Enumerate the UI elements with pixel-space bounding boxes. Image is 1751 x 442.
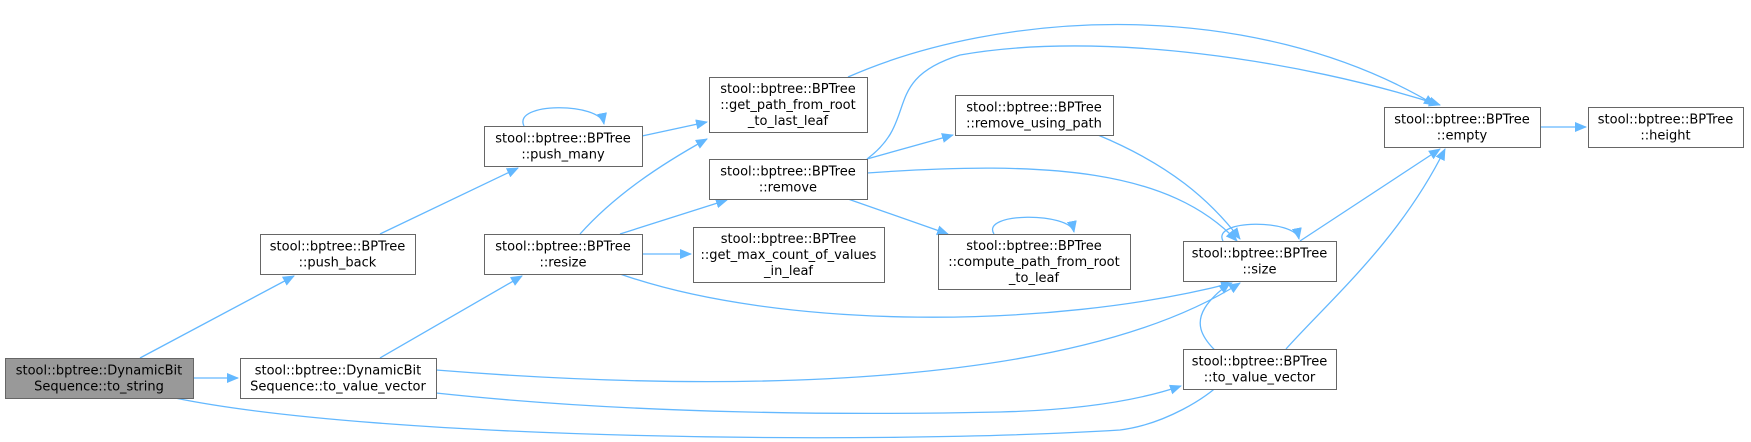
edge-push_many-to-get_path [641,119,708,137]
node-label-line: stool::bptree::DynamicBit [16,364,183,379]
node-label-line: stool::bptree::BPTree [495,240,630,255]
edge-to_string-to-push_back [139,275,295,359]
edge-resize-to-get_path [579,138,708,235]
node-label-line: _in_leaf [763,264,813,279]
node-label-line: ::get_max_count_of_values [701,248,877,263]
node-box [938,234,1131,290]
edge-resize-to-remove [619,198,728,235]
node-label-line: ::compute_path_from_root [948,255,1119,270]
node-label-line: stool::bptree::BPTree [1192,247,1327,262]
node-label-line: ::push_back [299,256,377,271]
edge-compute_path-to-compute_path [991,216,1077,235]
node-label-line: ::push_many [521,148,605,163]
node-compute_path[interactable]: stool::bptree::BPTree::compute_path_from… [938,234,1131,290]
node-box [240,358,437,399]
node-box [484,234,643,275]
node-box [1183,241,1337,282]
node-label-line: stool::bptree::DynamicBit [255,364,422,379]
node-box [955,95,1114,136]
node-label-line: stool::bptree::BPTree [720,165,855,180]
node-label-line: stool::bptree::BPTree [1598,113,1733,128]
node-size[interactable]: stool::bptree::BPTree::size [1183,241,1337,282]
node-label-line: ::to_value_vector [1204,371,1316,386]
node-label-line: ::empty [1437,129,1488,144]
node-box [709,159,868,200]
edge-remove-to-remove_using_path [866,133,954,160]
edge-get_path-to-empty [847,23,1436,106]
edge-push_many-to-push_many [522,107,607,127]
node-remove_using_path[interactable]: stool::bptree::BPTree::remove_using_path [955,95,1114,136]
node-label-line: Sequence::to_string [34,380,164,395]
node-label-line: ::size [1243,263,1277,278]
node-label-line: stool::bptree::BPTree [966,101,1101,116]
edge-dyn_to_value_vector-to-bp_to_value_vector [435,384,1182,415]
node-bp_to_value_vector[interactable]: stool::bptree::BPTree::to_value_vector [1183,349,1337,390]
node-label-line: ::remove [759,181,817,196]
node-label-line: _to_leaf [1008,271,1060,286]
node-box [5,358,194,399]
node-label-line: stool::bptree::BPTree [495,132,630,147]
edge-remove-to-size [866,167,1238,242]
node-label-line: stool::bptree::BPTree [270,240,405,255]
node-box [709,77,868,133]
node-label-line: _to_last_leaf [747,114,829,129]
node-label-line: ::remove_using_path [966,117,1102,132]
edge-remove-to-empty [866,45,1441,160]
nodes-layer: stool::bptree::DynamicBitSequence::to_st… [5,77,1744,399]
node-get_path[interactable]: stool::bptree::BPTree::get_path_from_roo… [709,77,868,133]
node-empty[interactable]: stool::bptree::BPTree::empty [1384,107,1541,148]
node-label-line: stool::bptree::BPTree [721,232,856,247]
node-remove[interactable]: stool::bptree::BPTree::remove [709,159,868,200]
edge-resize-to-size [619,273,1233,318]
node-label-line: ::resize [539,256,586,271]
node-dyn_to_value_vector[interactable]: stool::bptree::DynamicBitSequence::to_va… [240,358,437,399]
edge-remove-to-compute_path [847,198,949,236]
node-label-line: stool::bptree::BPTree [720,82,855,97]
edge-dyn_to_value_vector-to-resize [379,275,523,359]
node-label-line: stool::bptree::BPTree [966,239,1101,254]
node-label-line: ::get_path_from_root [720,98,855,113]
node-box [693,227,885,283]
node-box [484,126,643,167]
node-resize[interactable]: stool::bptree::BPTree::resize [484,234,643,275]
node-push_many[interactable]: stool::bptree::BPTree::push_many [484,126,643,167]
node-label-line: stool::bptree::BPTree [1192,355,1327,370]
edge-size-to-size [1221,223,1302,242]
edges-layer [139,23,1587,439]
edge-size-to-empty [1299,148,1441,242]
node-to_string[interactable]: stool::bptree::DynamicBitSequence::to_st… [5,358,194,399]
edge-remove_using_path-to-size [1097,134,1241,240]
node-box [260,234,416,275]
node-box [1384,107,1541,148]
edge-bp_to_value_vector-to-empty [1285,148,1446,350]
node-label-line: ::height [1640,129,1690,144]
node-label-line: Sequence::to_value_vector [250,380,426,395]
node-box [1588,107,1744,148]
node-label-line: stool::bptree::BPTree [1394,113,1529,128]
node-height[interactable]: stool::bptree::BPTree::height [1588,107,1744,148]
node-get_max_count[interactable]: stool::bptree::BPTree::get_max_count_of_… [693,227,885,283]
edge-dyn_to_value_vector-to-size [435,282,1241,383]
node-push_back[interactable]: stool::bptree::BPTree::push_back [260,234,416,275]
edge-push_back-to-push_many [379,167,519,235]
node-box [1183,349,1337,390]
